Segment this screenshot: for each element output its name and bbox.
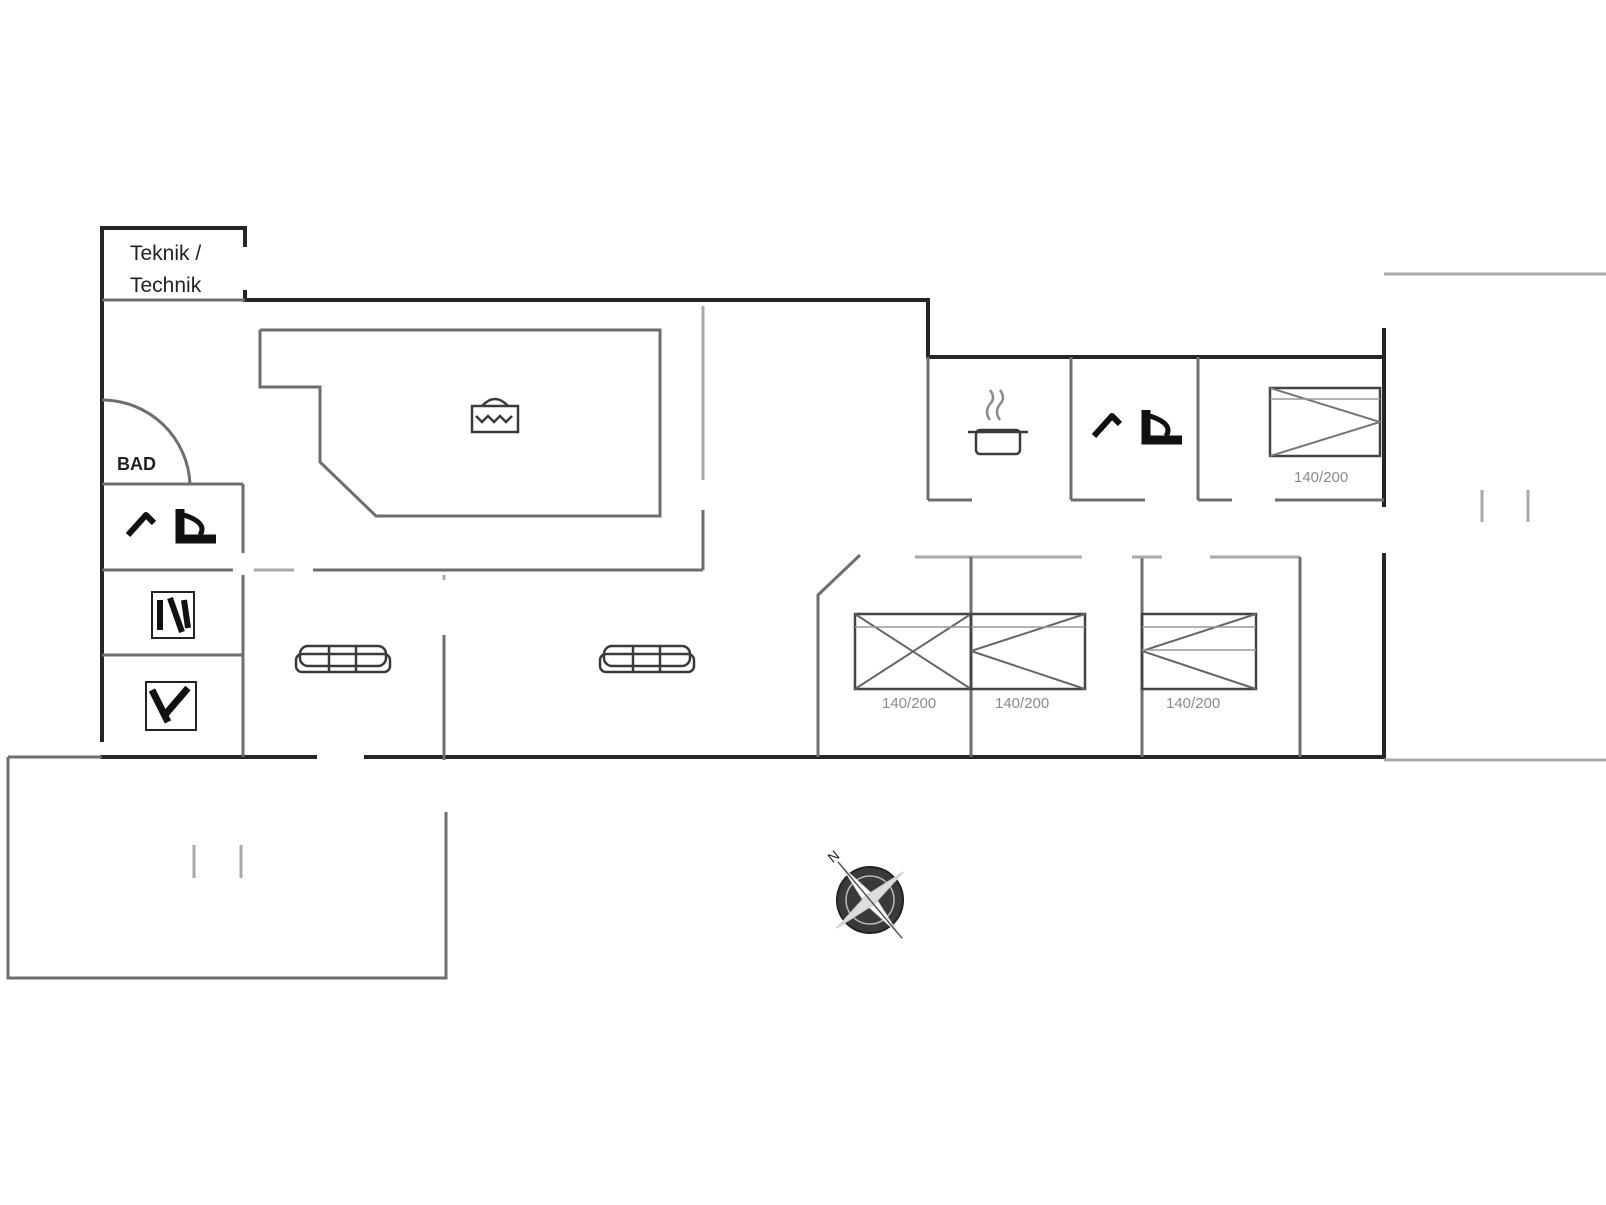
technical-room: Teknik / Technik — [130, 242, 202, 297]
compass-icon: N — [824, 847, 905, 939]
technical-room-label-2: Technik — [130, 274, 202, 297]
sofa-icon — [294, 644, 392, 674]
terrace-lines — [6, 272, 1606, 980]
exterior-walls — [100, 226, 1386, 759]
bed-icon — [1268, 386, 1384, 458]
bed-size-label: 140/200 — [995, 695, 1049, 712]
toilet-icon — [151, 591, 195, 639]
bed-icon — [1140, 612, 1258, 691]
bed-size-label: 140/200 — [1166, 695, 1220, 712]
bed-size-label: 140/200 — [1294, 469, 1348, 486]
pool — [258, 328, 662, 518]
washing-icon — [145, 681, 197, 731]
shower-icon — [1091, 410, 1182, 445]
interior-walls — [101, 298, 1384, 760]
bed-icon — [853, 612, 973, 691]
kitchen-pot-icon — [968, 389, 1028, 456]
shower-icon — [125, 509, 216, 544]
bed-size-label: 140/200 — [882, 695, 936, 712]
sauna-label: BAD — [117, 454, 156, 474]
technical-room-label-1: Teknik / — [130, 242, 201, 265]
pool-icon — [470, 397, 520, 434]
sofa-icon — [598, 644, 696, 674]
bed-icon — [969, 612, 1087, 691]
